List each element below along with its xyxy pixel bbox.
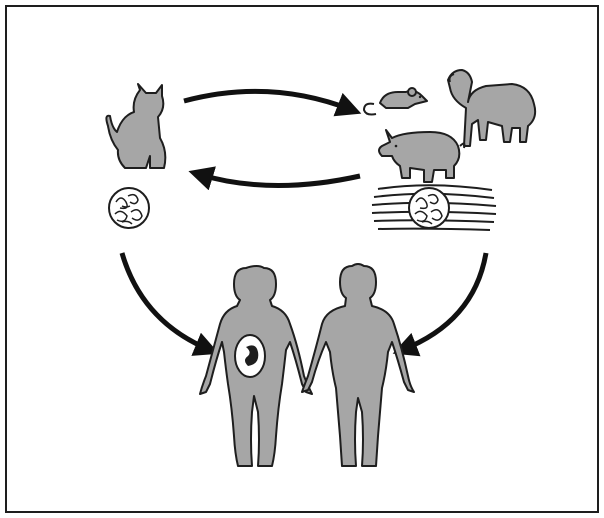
cat-icon [106,84,165,168]
arrow-oocyst-to-woman [122,253,210,350]
sheep-icon [448,70,535,146]
mouse-icon [364,88,427,115]
arrow-hosts-to-cat [198,174,360,186]
pregnant-woman-icon [200,266,312,466]
oocyst-icon [109,188,149,228]
pig-icon [379,130,465,182]
man-icon [302,264,414,466]
arrow-cat-to-hosts [184,91,352,110]
arrow-cyst-to-man [402,253,486,350]
tissue-cyst-icon [372,185,496,230]
